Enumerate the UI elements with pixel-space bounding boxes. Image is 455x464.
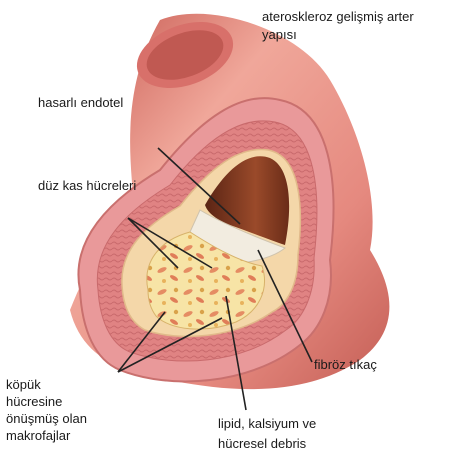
label-duz-kas: düz kas hücreleri (38, 178, 136, 194)
label-lipid: lipid, kalsiyum ve hücresel debris (218, 414, 368, 454)
title-line-2: yapısı (262, 27, 297, 43)
label-fibroz-tikac: fibröz tıkaç (314, 357, 377, 373)
label-kopuk-line-2: hücresine (6, 393, 126, 410)
title-line-1: ateroskleroz gelişmiş arter (262, 9, 414, 25)
label-kopuk: köpük hücresine önüşmüş olan makrofajlar (6, 376, 126, 444)
label-lipid-line-1: lipid, kalsiyum ve (218, 414, 368, 434)
label-kopuk-line-3: önüşmüş olan (6, 410, 126, 427)
label-kopuk-line-4: makrofajlar (6, 427, 126, 444)
label-hasarli-endotel: hasarlı endotel (38, 95, 123, 111)
label-kopuk-line-1: köpük (6, 376, 126, 393)
label-lipid-line-2: hücresel debris (218, 434, 368, 454)
